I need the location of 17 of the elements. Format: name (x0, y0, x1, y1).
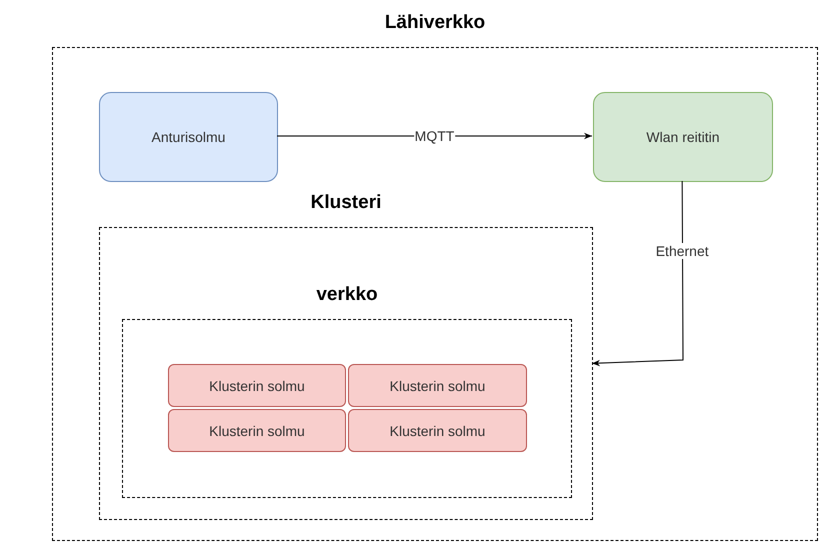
group-heading: Lähiverkko (384, 12, 486, 34)
process-box (593, 92, 773, 182)
edge-label: Ethernet (654, 242, 710, 258)
process-box (168, 409, 346, 452)
node-label: Klusterin solmu (390, 378, 486, 394)
node-label: Wlan reititin (646, 129, 720, 145)
group-heading: Klusteri (310, 192, 382, 214)
process-box (348, 409, 527, 452)
process-box (99, 92, 278, 182)
node-label: Anturisolmu (152, 129, 226, 145)
group-heading: verkko (315, 284, 379, 306)
process-box (168, 364, 346, 407)
edge-label: MQTT (414, 128, 456, 144)
node-label: Klusterin solmu (209, 378, 305, 394)
node-label: Klusterin solmu (209, 422, 305, 438)
node-label: Klusterin solmu (390, 422, 486, 438)
process-box (348, 364, 527, 407)
